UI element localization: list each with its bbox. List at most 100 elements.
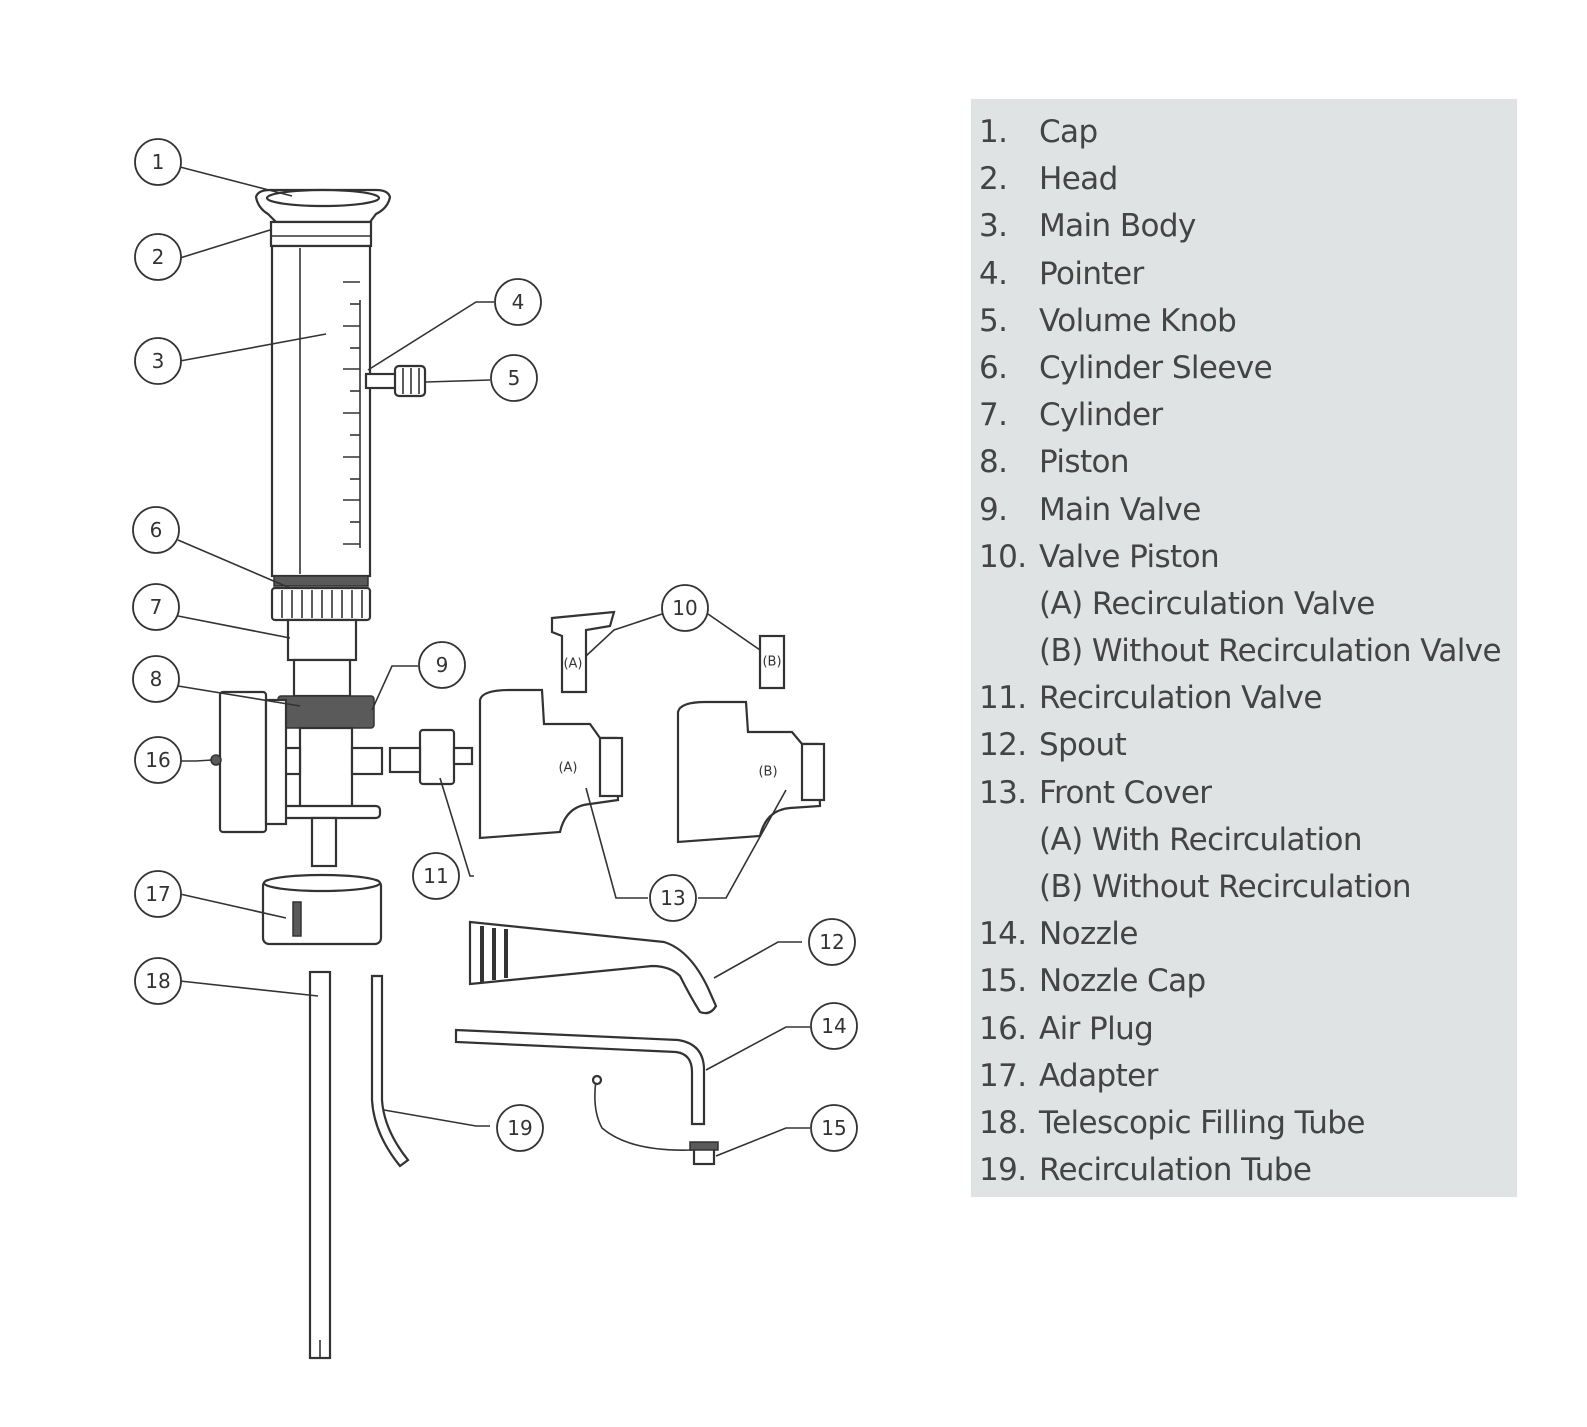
callout-5: 5 [490,354,538,402]
legend-item: 17.Adapter [979,1057,1158,1094]
legend-item: 15.Nozzle Cap [979,963,1206,1000]
svg-text:17: 17 [145,882,170,906]
main-valve-collar [277,695,375,729]
head-part [269,220,373,248]
spout-part [468,920,718,1015]
svg-text:16: 16 [145,748,170,772]
callout-19: 19 [496,1104,544,1152]
spout-ribs [480,926,508,982]
legend-item: 8.Piston [979,444,1130,481]
front-cover-b-mark: (B) [758,765,777,780]
nozzle-part [454,1028,706,1126]
cylinder-part [286,618,358,662]
sleeve-ribs [281,590,363,618]
legend-item: 9.Main Valve [979,491,1201,528]
parts-legend: 1.Cap 2.Head 3.Main Body 4.Pointer 5.Vol… [971,99,1517,1197]
legend-subitem: (A) With Recirculation [1039,821,1363,858]
svg-text:19: 19 [507,1116,532,1140]
pointer-stem [364,372,398,390]
svg-text:11: 11 [423,864,448,888]
legend-subitem: (A) Recirculation Valve [1039,585,1375,622]
front-cover-a-latch [598,736,624,798]
volume-knob-part [393,364,427,398]
recirc-valve-port-right [452,746,474,766]
valve-piston-b-part [758,634,786,690]
callout-15: 15 [810,1104,858,1152]
callout-18: 18 [134,957,182,1005]
cap-top [265,188,381,208]
legend-item: 12.Spout [979,727,1127,764]
legend-item: 14.Nozzle [979,916,1138,953]
callout-14: 14 [810,1002,858,1050]
recirculation-valve-part [418,728,456,786]
legend-subitem: (B) Without Recirculation [1039,869,1412,905]
legend-subitem: (B) Without Recirculation Valve [1039,633,1502,670]
recirc-valve-port-left [388,746,422,774]
callout-11: 11 [412,852,460,900]
svg-text:9: 9 [436,653,449,677]
front-cover-a-mark: (A) [558,761,577,776]
legend-item: 16.Air Plug [979,1010,1154,1047]
svg-text:5: 5 [508,366,521,390]
legend-item: 10.Valve Piston [979,538,1220,575]
svg-text:15: 15 [821,1116,846,1140]
legend-item: 3.Main Body [979,208,1196,245]
front-cover-b-part [676,700,822,844]
nozzle-cap-collar [689,1141,719,1151]
legend-item: 4.Pointer [979,255,1144,292]
valve-piston-a-mark: (A) [563,657,582,672]
leader-lines [177,166,810,1157]
callout-4: 4 [494,278,542,326]
callout-10: 10 [661,584,709,632]
adapter-top [262,873,382,893]
svg-text:10: 10 [672,596,697,620]
callout-2: 2 [134,233,182,281]
legend-item: 18.Telescopic Filling Tube [979,1104,1365,1141]
svg-text:12: 12 [819,930,844,954]
exploded-view-diagram: (A) (B) (A) (B) [132,138,858,1360]
svg-text:6: 6 [150,518,163,542]
svg-text:8: 8 [150,667,163,691]
legend-item: 2.Head [979,161,1118,198]
main-body-part [270,244,372,578]
valve-piston-a-part [550,610,616,694]
telescopic-filling-tube-part [308,970,332,1360]
front-cover-a-part [478,688,620,840]
volume-scale [343,281,360,545]
nozzle-cap-tether [594,1079,693,1151]
air-plug-part [210,754,222,766]
callout-6: 6 [132,506,180,554]
air-plug-housing [218,690,268,834]
callout-13: 13 [649,874,697,922]
air-plug-frame [264,698,288,826]
callout-1: 1 [134,138,182,186]
callout-7: 7 [132,583,180,631]
legend-item: 13.Front Cover [979,774,1212,811]
legend-item: 6.Cylinder Sleeve [979,349,1273,386]
piston-part [292,658,352,698]
svg-text:1: 1 [152,150,165,174]
cylinder-sleeve-part [270,586,372,622]
cylinder-sleeve-band [273,575,369,587]
adapter-grip [292,901,302,937]
svg-text:7: 7 [150,595,163,619]
callout-17: 17 [134,870,182,918]
legend-item: 11.Recirculation Valve [979,680,1323,717]
svg-text:18: 18 [145,969,170,993]
svg-text:14: 14 [821,1014,846,1038]
callout-8: 8 [132,655,180,703]
main-valve-body [298,726,354,816]
svg-text:4: 4 [512,290,525,314]
svg-text:3: 3 [152,349,165,373]
front-cover-b-latch [800,742,826,802]
valve-piston-b-mark: (B) [762,655,781,670]
recirculation-tube-part [370,974,410,1168]
callout-16: 16 [134,736,182,784]
callout-12: 12 [808,918,856,966]
legend-item: 1.Cap [979,114,1098,150]
main-valve-tip [310,816,338,868]
main-valve-right-port [350,746,384,776]
callout-3: 3 [134,337,182,385]
legend-item: 7.Cylinder [979,397,1163,434]
legend-item: 19.Recirculation Tube [979,1152,1312,1189]
